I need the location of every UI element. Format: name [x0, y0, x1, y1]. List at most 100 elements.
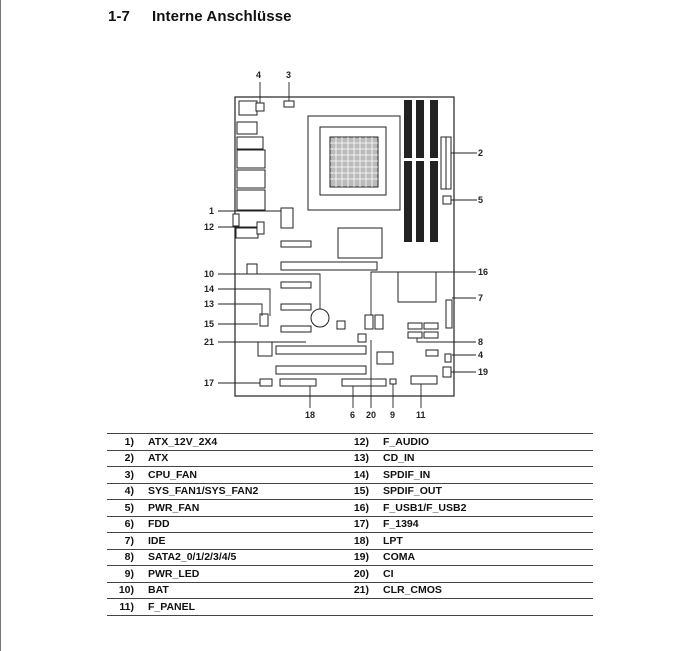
item-number: 2)	[107, 450, 148, 467]
southbridge	[397, 271, 437, 303]
callout-label: 7	[478, 293, 483, 303]
callout-label: 6	[350, 410, 355, 420]
callout-label: 10	[204, 269, 214, 279]
callout-label: 4	[478, 350, 483, 360]
page-edge	[0, 0, 1, 651]
atx-power-connector	[440, 136, 452, 190]
memory-slots	[404, 100, 438, 242]
table-row: 11)F_PANEL	[107, 598, 593, 616]
callout-label: 14	[204, 284, 214, 294]
item-number: 19)	[342, 549, 383, 566]
component-small-3	[357, 333, 367, 343]
cpu-socket	[307, 115, 401, 211]
item-number: 10)	[107, 582, 148, 599]
callout-label: 9	[390, 410, 395, 420]
f-audio-header	[256, 221, 265, 235]
item-name: SPDIF_OUT	[383, 483, 593, 500]
pwr-fan-header	[442, 195, 452, 205]
section-heading: 1-7 Interne Anschlüsse	[108, 8, 292, 25]
item-name: IDE	[148, 532, 342, 550]
callout-label: 15	[204, 319, 214, 329]
motherboard-diagram: 4 3 2 5 1 12 10 14 13 15 21 16 7 8 4 19 …	[204, 70, 488, 420]
item-name: SATA2_0/1/2/3/4/5	[148, 549, 342, 566]
sys-fan-header-top	[255, 102, 265, 112]
section-number: 1-7	[108, 8, 130, 25]
item-number: 5)	[107, 499, 148, 517]
item-name: F_1394	[383, 516, 593, 533]
callout-label: 3	[286, 70, 291, 80]
item-name: F_AUDIO	[383, 433, 593, 451]
rear-io-ports	[232, 100, 266, 239]
item-name: BAT	[148, 582, 342, 599]
item-name: LPT	[383, 532, 593, 550]
sata-connectors	[407, 322, 439, 357]
item-number: 20)	[342, 565, 383, 583]
expansion-slots	[275, 240, 378, 375]
item-number: 11)	[107, 598, 148, 616]
callout-label: 13	[204, 299, 214, 309]
item-number: 1)	[107, 433, 148, 451]
super-io-chip	[376, 351, 394, 365]
item-number: 18)	[342, 532, 383, 550]
item-name: PWR_LED	[148, 565, 342, 583]
item-number: 15)	[342, 483, 383, 500]
item-number: 7)	[107, 532, 148, 550]
callout-label: 11	[416, 410, 426, 420]
item-number: 4)	[107, 483, 148, 500]
item-name: CI	[383, 565, 593, 583]
item-name: ATX	[148, 450, 342, 467]
usb-headers	[364, 314, 384, 330]
leader-lines	[218, 82, 477, 408]
callout-label: 2	[478, 148, 483, 158]
callout-label: 8	[478, 337, 483, 347]
item-name: PWR_FAN	[148, 499, 342, 517]
item-number: 16)	[342, 499, 383, 517]
cpu-fan-header	[283, 100, 295, 108]
callout-label: 17	[204, 378, 214, 388]
item-name: CPU_FAN	[148, 466, 342, 484]
battery	[310, 308, 330, 328]
item-name: F_USB1/F_USB2	[383, 499, 593, 517]
audio-codec	[257, 341, 273, 357]
item-number: 9)	[107, 565, 148, 583]
component-small-2	[336, 320, 346, 330]
section-title: Interne Anschlüsse	[152, 8, 292, 25]
item-number: 13)	[342, 450, 383, 467]
item-name: ATX_12V_2X4	[148, 433, 342, 451]
item-name: F_PANEL	[148, 598, 342, 616]
item-number: 14)	[342, 466, 383, 484]
item-name: SPDIF_IN	[383, 466, 593, 484]
atx-12v-connector	[280, 207, 294, 229]
item-number: 21)	[342, 582, 383, 599]
item-name	[383, 598, 593, 616]
callout-label: 4	[256, 70, 261, 80]
item-number: 17)	[342, 516, 383, 533]
item-name: CD_IN	[383, 450, 593, 467]
item-name: CLR_CMOS	[383, 582, 593, 599]
bottom-headers	[259, 353, 452, 387]
item-name: SYS_FAN1/SYS_FAN2	[148, 483, 342, 500]
callout-label: 18	[305, 410, 315, 420]
spdif-header	[259, 313, 269, 327]
ide-connector	[445, 299, 453, 329]
item-number: 6)	[107, 516, 148, 533]
item-number	[342, 598, 383, 616]
callout-label: 21	[204, 337, 214, 347]
callout-label: 16	[478, 267, 488, 277]
item-number: 8)	[107, 549, 148, 566]
callout-label: 20	[366, 410, 376, 420]
item-name: FDD	[148, 516, 342, 533]
callout-label: 1	[209, 206, 214, 216]
component-small	[246, 263, 258, 275]
